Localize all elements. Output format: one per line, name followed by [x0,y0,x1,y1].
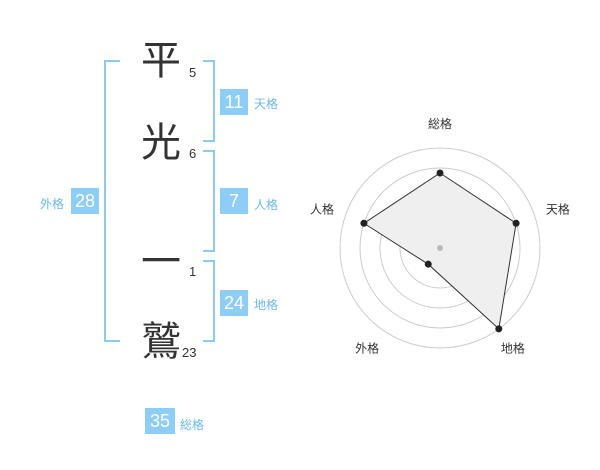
chikaku-badge: 24 [220,290,248,316]
tenkaku-badge: 11 [220,89,248,115]
gaikaku-badge: 28 [71,188,99,214]
soukaku-badge: 35 [145,408,175,434]
chikaku-label: 地格 [254,298,279,312]
chikaku-bracket [203,260,215,342]
radar-axis-label-1: 天格 [546,202,570,217]
radar-axis-label-0: 総格 [428,116,452,131]
radar-axis-label-3: 外格 [355,340,379,355]
radar-axis-label-2: 地格 [501,340,525,355]
soukaku-label: 総格 [180,418,205,432]
radar-axis-label-4: 人格 [310,202,334,217]
radar-center-dot [437,245,443,251]
name-char-2: 光 [141,120,181,166]
jinkaku-label: 人格 [254,198,279,212]
jinkaku-badge: 7 [220,188,248,214]
radar-point-3 [424,260,432,268]
name-char-1: 平 [141,38,181,84]
tenkaku-label: 天格 [254,97,279,111]
gaikaku-bracket [104,60,120,342]
name-char-3: 一 [141,239,181,285]
stroke-count-4: 23 [182,345,197,360]
stroke-count-3: 1 [189,264,197,279]
tenkaku-bracket [203,60,215,142]
radar-ring-4 [359,167,521,329]
radar-point-0 [436,169,444,177]
radar-point-2 [495,325,503,333]
jinkaku-bracket [203,150,215,252]
radar-points [360,169,520,333]
radar-point-1 [512,219,520,227]
radar-point-4 [360,219,368,227]
stroke-count-1: 5 [189,65,197,80]
name-char-4: 鷲 [141,319,181,365]
gaikaku-label: 外格 [40,197,65,211]
radar-ring-5 [339,147,541,349]
stroke-count-2: 6 [189,146,197,161]
